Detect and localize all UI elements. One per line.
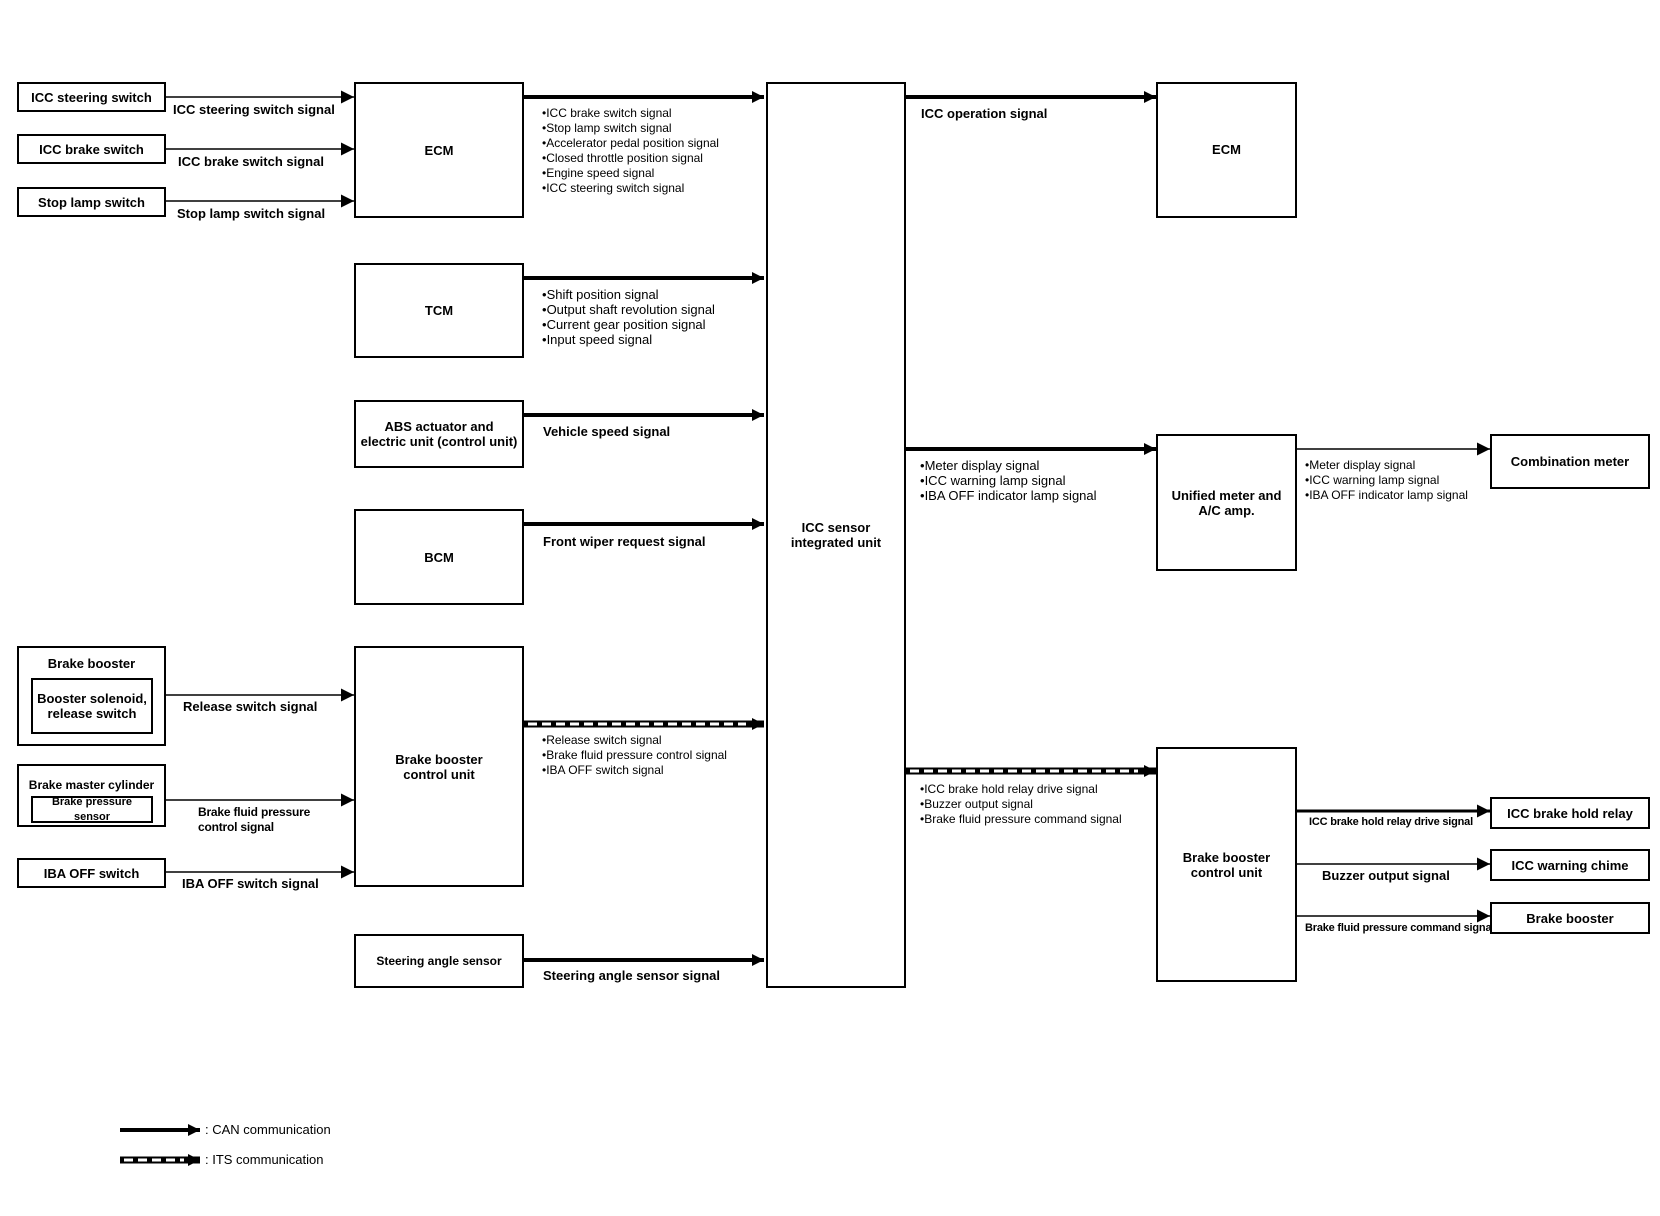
- list-item: Closed throttle position signal: [542, 151, 719, 166]
- list-item: Buzzer output signal: [920, 797, 1122, 812]
- tcm-signal-list: Shift position signal Output shaft revol…: [542, 287, 715, 347]
- ecm-box-left: ECM: [354, 82, 524, 218]
- brake-booster-control-unit-box-right: Brake booster control unit: [1156, 747, 1297, 982]
- brake-fluid-pressure-control-signal-label: Brake fluid pressure control signal: [198, 805, 311, 834]
- icc-steering-switch-box: ICC steering switch: [17, 82, 166, 112]
- list-item: Engine speed signal: [542, 166, 719, 181]
- brake-fluid-pressure-command-signal-label: Brake fluid pressure command signal: [1305, 922, 1495, 934]
- list-item: Meter display signal: [1305, 458, 1468, 473]
- booster-solenoid-box: Booster solenoid, release switch: [31, 678, 153, 734]
- tcm-box: TCM: [354, 263, 524, 358]
- list-item: Shift position signal: [542, 287, 715, 302]
- abs-actuator-box: ABS actuator and electric unit (control …: [354, 400, 524, 468]
- legend-its-label: : ITS communication: [205, 1152, 324, 1167]
- left-arrows: [166, 90, 354, 879]
- list-item: Brake fluid pressure control signal: [542, 748, 727, 763]
- icc-brake-switch-signal-label: ICC brake switch signal: [178, 154, 324, 169]
- icc-operation-signal-label: ICC operation signal: [921, 106, 1048, 121]
- list-item: IBA OFF switch signal: [542, 763, 727, 778]
- brake-booster-control-unit-box-left: Brake booster control unit: [354, 646, 524, 887]
- legend-lines: [120, 1124, 200, 1166]
- brake-booster-box-right: Brake booster: [1490, 902, 1650, 934]
- list-item: IBA OFF indicator lamp signal: [920, 488, 1097, 503]
- ecm-signal-list: ICC brake switch signal Stop lamp switch…: [542, 106, 719, 196]
- meter-signal-list: Meter display signal ICC warning lamp si…: [920, 458, 1097, 503]
- front-wiper-request-signal-label: Front wiper request signal: [543, 534, 706, 549]
- list-item: Accelerator pedal position signal: [542, 136, 719, 151]
- right-can-arrows: [906, 91, 1156, 455]
- booster-signal-list: Release switch signal Brake fluid pressu…: [542, 733, 727, 778]
- list-item: ICC warning lamp signal: [1305, 473, 1468, 488]
- icc-sensor-integrated-unit-box: ICC sensor integrated unit: [766, 82, 906, 988]
- list-item: Input speed signal: [542, 332, 715, 347]
- list-item: IBA OFF indicator lamp signal: [1305, 488, 1468, 503]
- legend-can-label: : CAN communication: [205, 1122, 331, 1137]
- unified-meter-box: Unified meter and A/C amp.: [1156, 434, 1297, 571]
- middle-can-arrows: [524, 91, 764, 966]
- brake-pressure-sensor-box: Brake pressure sensor: [31, 796, 153, 823]
- list-item: ICC brake switch signal: [542, 106, 719, 121]
- list-item: Meter display signal: [920, 458, 1097, 473]
- stop-lamp-switch-signal-label: Stop lamp switch signal: [177, 206, 326, 221]
- list-item: ICC brake hold relay drive signal: [920, 782, 1122, 797]
- list-item: Output shaft revolution signal: [542, 302, 715, 317]
- icc-brake-switch-box: ICC brake switch: [17, 134, 166, 164]
- icc-brake-hold-relay-box: ICC brake hold relay: [1490, 797, 1650, 829]
- list-item: Stop lamp switch signal: [542, 121, 719, 136]
- steering-angle-sensor-signal-label: Steering angle sensor signal: [543, 968, 720, 983]
- ecm-box-right: ECM: [1156, 82, 1297, 218]
- icc-steering-switch-signal-label: ICC steering switch signal: [173, 102, 335, 117]
- list-item: Brake fluid pressure command signal: [920, 812, 1121, 827]
- list-item: Current gear position signal: [542, 317, 715, 332]
- release-switch-signal-label: Release switch signal: [183, 699, 318, 714]
- icc-brake-hold-relay-drive-signal-label: ICC brake hold relay drive signal: [1309, 816, 1473, 828]
- bcm-box: BCM: [354, 509, 524, 605]
- steering-angle-sensor-box: Steering angle sensor: [354, 934, 524, 988]
- far-right-arrows: [1297, 442, 1490, 923]
- list-item: Release switch signal: [542, 733, 727, 748]
- list-item: ICC steering switch signal: [542, 181, 719, 196]
- list-item: ICC warning lamp signal: [920, 473, 1097, 488]
- stop-lamp-switch-box: Stop lamp switch: [17, 187, 166, 217]
- icc-warning-chime-box: ICC warning chime: [1490, 849, 1650, 881]
- iba-off-switch-box: IBA OFF switch: [17, 858, 166, 888]
- buzzer-output-signal-label: Buzzer output signal: [1322, 868, 1450, 883]
- iba-off-switch-signal-label: IBA OFF switch signal: [182, 876, 319, 891]
- combination-meter-box: Combination meter: [1490, 434, 1650, 489]
- vehicle-speed-signal-label: Vehicle speed signal: [543, 424, 671, 439]
- booster-command-signal-list: ICC brake hold relay drive signal Buzzer…: [920, 782, 1122, 827]
- meter-output-signal-list: Meter display signal ICC warning lamp si…: [1305, 458, 1468, 503]
